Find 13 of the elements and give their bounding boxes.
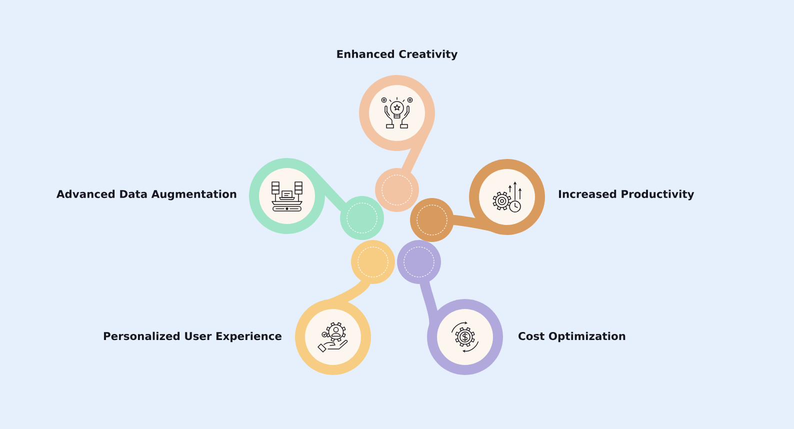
hub-circle [351, 240, 395, 284]
hub-circle [410, 198, 454, 242]
hub-circle [340, 196, 384, 240]
step-label: Enhanced Creativity [337, 50, 458, 60]
step-label: Advanced Data Augmentation [56, 190, 236, 200]
connector-band [305, 168, 348, 212]
hub-circle [397, 240, 441, 284]
step-label: Cost Optimization [518, 332, 626, 342]
step-label: Increased Productivity [559, 190, 694, 200]
step-label: Personalized User Experience [104, 332, 282, 342]
connector-band [325, 278, 370, 310]
connector-band [401, 124, 431, 176]
hub-circle [375, 168, 419, 212]
